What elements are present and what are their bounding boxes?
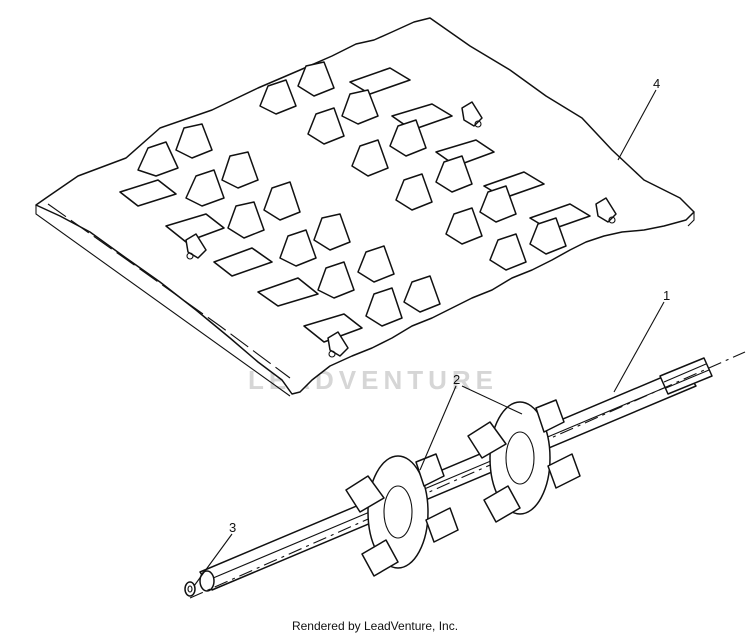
leader-lines: [193, 89, 665, 587]
leader-2a: [419, 385, 457, 471]
leader-4: [617, 89, 657, 161]
leader-2b: [461, 385, 523, 415]
sprocket-right: [467, 399, 581, 523]
track-edge-front: [35, 205, 291, 397]
callout-1: 1: [663, 288, 670, 303]
track-inner-line: [47, 203, 291, 379]
footer-credit: Rendered by LeadVenture, Inc.: [291, 619, 459, 633]
track-assembly: [35, 17, 695, 397]
callout-4: 4: [653, 76, 660, 91]
callout-3: 3: [229, 520, 236, 535]
set-screw: [184, 581, 196, 597]
track-clips: [185, 101, 617, 358]
leader-3: [193, 533, 233, 587]
shaft-end-left: [199, 570, 215, 592]
callout-2: 2: [453, 372, 460, 387]
track-lugs: [137, 61, 567, 327]
sprocket-left: [345, 453, 459, 577]
track-belt: [35, 17, 695, 395]
track-edge-right: [687, 212, 695, 227]
leader-1: [613, 301, 665, 393]
